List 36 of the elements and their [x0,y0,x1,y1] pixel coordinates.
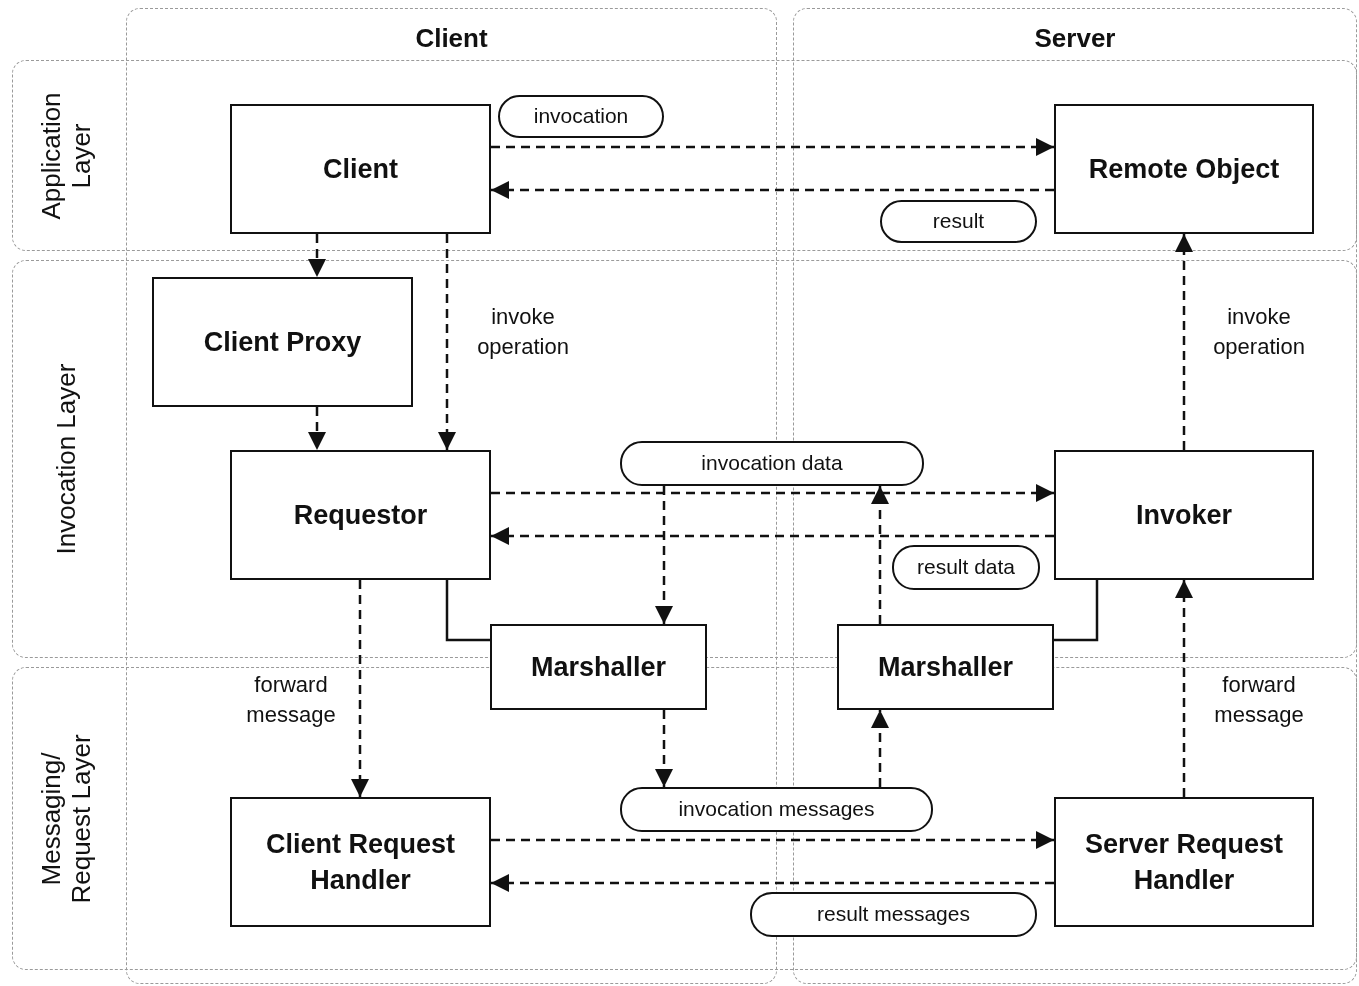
message-label: result messages [750,892,1037,937]
arrow [1175,234,1193,450]
arrow [491,831,1054,849]
message-label: result [880,200,1037,243]
arrow [308,407,326,450]
component-box: Marshaller [837,624,1054,710]
arrow [491,484,1054,502]
message-label: invocation [498,95,664,138]
component-box: Client Request Handler [230,797,491,927]
component-box: Client [230,104,491,234]
component-box: Remote Object [1054,104,1314,234]
component-box: Server Request Handler [1054,797,1314,927]
arrow [655,486,673,624]
message-label: invocation messages [620,787,933,832]
arrow [438,234,456,450]
arrow [871,710,889,787]
component-box: Invoker [1054,450,1314,580]
message-label: invocation data [620,441,924,486]
lane-title: Application Layer [36,90,96,222]
arrow [491,874,1054,892]
arrow [655,710,673,787]
message-label: result data [892,545,1040,590]
arrow [491,527,1054,545]
arrow [308,234,326,277]
arrow [491,181,1054,199]
component-box: Client Proxy [152,277,413,407]
component-box: Requestor [230,450,491,580]
arrow [351,580,369,797]
component-box: Marshaller [490,624,707,710]
lane-title: Messaging/ Request Layer [36,732,96,906]
lane-title: Server [1034,23,1116,54]
arrow [491,138,1054,156]
lane-title: Invocation Layer [51,362,81,557]
arrow [1175,580,1193,797]
lane-title: Client [415,23,488,54]
arrow [871,486,889,624]
